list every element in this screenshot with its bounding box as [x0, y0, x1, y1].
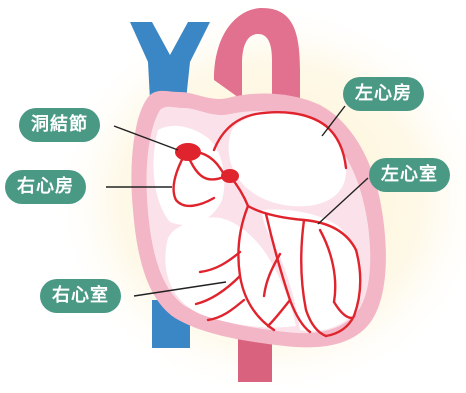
atrioventricular-node — [221, 169, 239, 183]
label-left-atrium: 左心房 — [343, 77, 424, 111]
sinoatrial-node — [175, 143, 201, 161]
label-left-ventricle: 左心室 — [369, 158, 450, 192]
label-right-ventricle: 右心室 — [40, 279, 121, 313]
label-right-atrium: 右心房 — [5, 170, 86, 204]
label-sinoatrial-node: 洞結節 — [19, 108, 100, 142]
